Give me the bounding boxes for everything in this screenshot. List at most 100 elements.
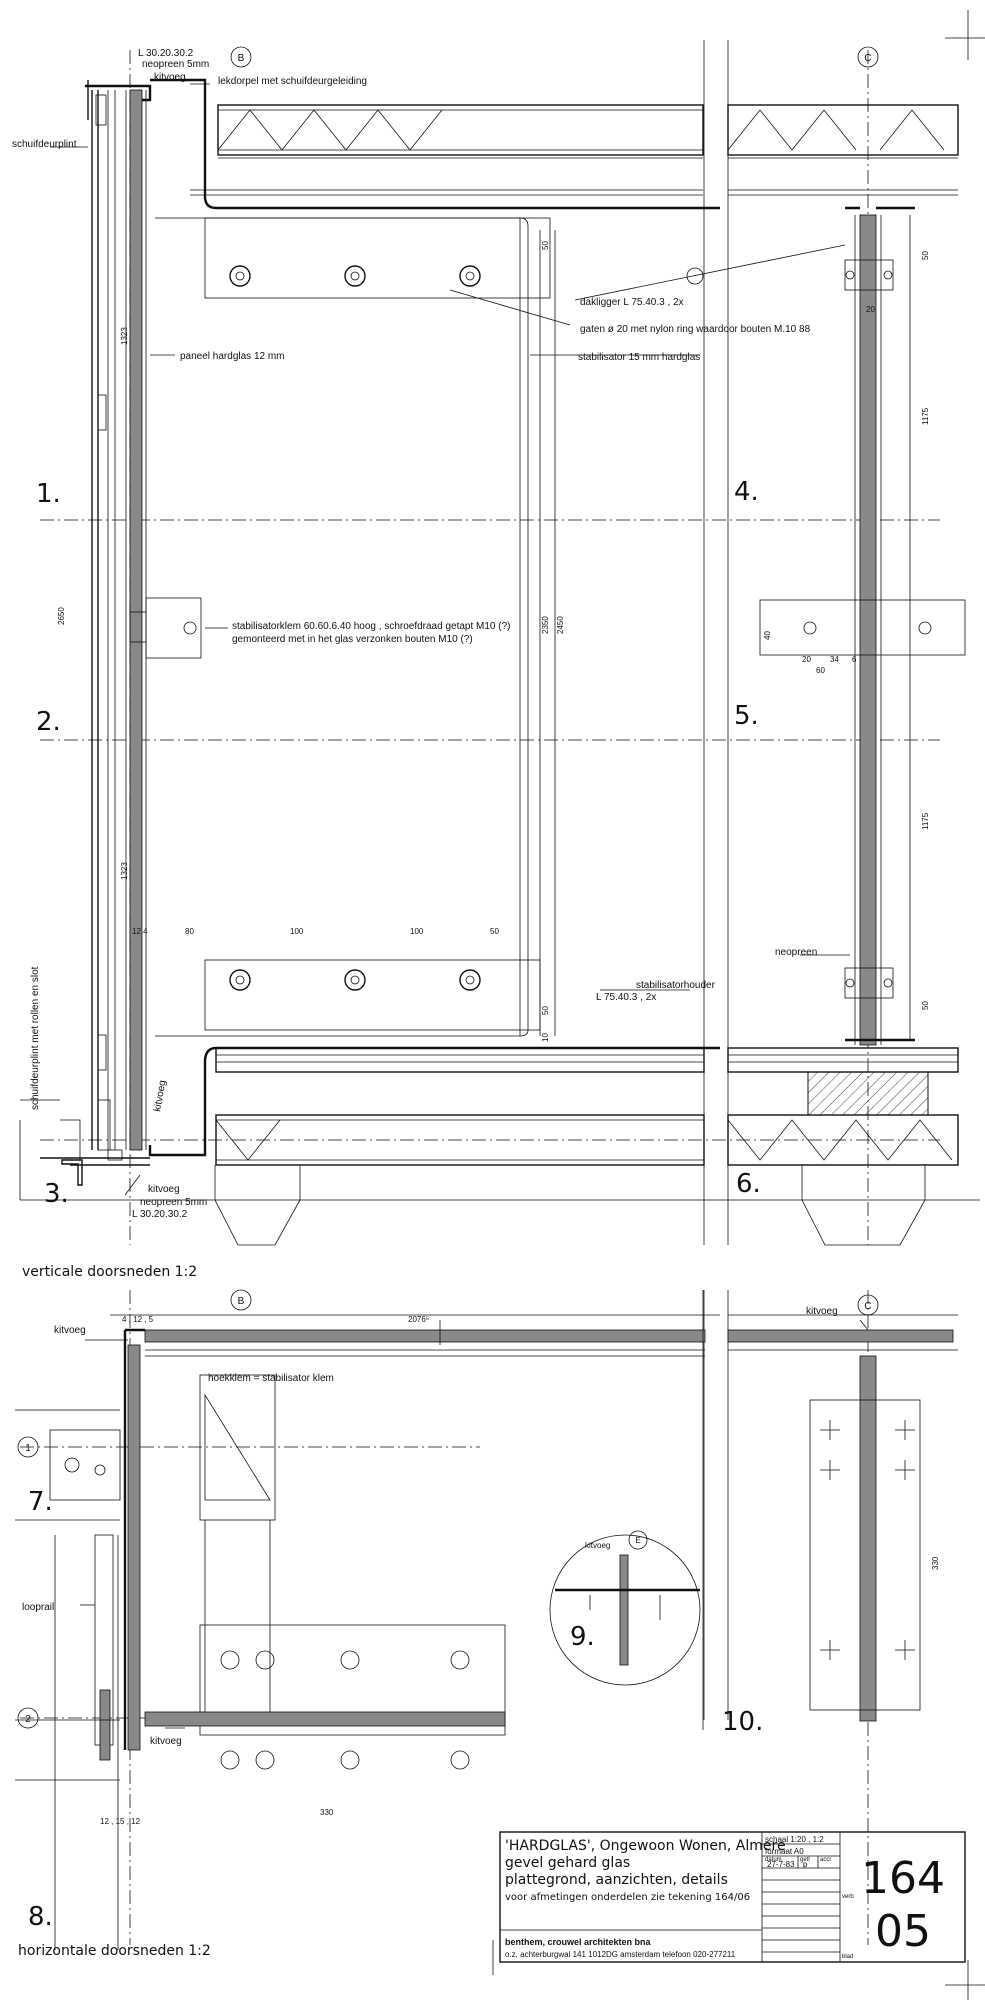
office-address: o.z. achterburgwal 141 1012DG amsterdam … <box>505 1950 736 1959</box>
grid-label-b-2: B <box>238 1296 245 1307</box>
title-line-2: gevel gehard glas <box>505 1855 630 1871</box>
drawing-number-1: 164 <box>861 1853 945 1904</box>
crosshair-marks <box>820 1420 915 1660</box>
dim-6: 6 <box>852 655 857 664</box>
section-1: 1. <box>36 479 61 509</box>
label-schuifdeurplint-rollen: schuifdeurplint met rollen en slot <box>30 966 41 1110</box>
label-schuifdeurplint: schuifdeurplint <box>12 139 77 150</box>
dim-50-d: 50 <box>921 1001 930 1010</box>
label-looprail: looprail <box>22 1602 54 1613</box>
dim-2350: 2350 <box>541 616 550 634</box>
label-hoekklem: hoekklem = stabilisator klem <box>208 1373 334 1384</box>
dim-60: 60 <box>816 666 825 675</box>
vertical-section-right <box>759 206 966 1046</box>
dim-50-c: 50 <box>921 251 930 260</box>
grid-bubble-c-top: C <box>857 46 879 68</box>
tb-datum-label: datum <box>765 1857 782 1863</box>
label-klem-1: stabilisatorklem 60.60.6.40 hoog , schro… <box>232 621 511 632</box>
section-dividers <box>703 40 729 1720</box>
label-l30-bot: L 30.20.30.2 <box>132 1209 188 1220</box>
title-line-4: voor afmetingen onderdelen zie tekening … <box>505 1892 750 1903</box>
grid-bubble-b-mid: B <box>230 1289 252 1311</box>
office-name: benthem, crouwel architekten bna <box>505 1937 652 1947</box>
label-dakligger: dakligger L 75.40.3 , 2x <box>580 297 684 308</box>
dim-100-a: 100 <box>290 927 304 936</box>
grid-label-e: E <box>635 1536 640 1545</box>
label-kitvoeg-mid: kitvoeg <box>152 1079 168 1112</box>
dim-12-4: 12 4 <box>132 927 148 936</box>
dim-1175-a: 1175 <box>921 407 930 425</box>
grid-label-1: 1 <box>25 1443 31 1454</box>
tb-formaat: formaat A0 <box>765 1847 804 1856</box>
section-2: 2. <box>36 707 61 737</box>
tb-verb: verb <box>842 1894 854 1900</box>
dim-12-15-12: 12 , 15 , 12 <box>100 1817 141 1826</box>
dim-100-b: 100 <box>410 927 424 936</box>
caption-vertical: verticale doorsneden 1:2 <box>22 1264 197 1280</box>
title-block: 'HARDGLAS', Ongewoon Wonen, Almere gevel… <box>499 1831 966 1963</box>
label-kitvoeg-8: kitvoeg <box>150 1736 182 1747</box>
label-kitvoeg-bot: kitvoeg <box>148 1184 180 1195</box>
caption-horizontal: horizontale doorsneden 1:2 <box>18 1943 211 1959</box>
dim-330-a: 330 <box>931 1556 940 1570</box>
label-kitvoeg-h1: kitvoeg <box>54 1325 86 1336</box>
tb-blad: blad <box>842 1954 853 1960</box>
stabiliser-outline <box>129 217 704 1037</box>
floor-beams <box>214 1047 959 1246</box>
registration-marks <box>492 10 985 2000</box>
dim-34: 34 <box>830 655 839 664</box>
label-l30-top: L 30.20.30.2 <box>138 48 194 59</box>
grid-bubble-1: 1 <box>17 1436 39 1458</box>
bolt-group-bottom <box>229 969 481 991</box>
grid-label-c: C <box>864 53 871 64</box>
section-10: 10. <box>722 1707 763 1737</box>
section-9: 9. <box>570 1622 595 1652</box>
annotations: L 30.20.30.2 neopreen 5mm kitvoeg lekdor… <box>12 48 838 1747</box>
dimension-texts: 2650 2350 2450 1323 1323 1175 1175 50 50… <box>57 241 940 1826</box>
label-kitvoeg-top: kitvoeg <box>154 72 186 83</box>
label-lekdorpel: lekdorpel met schuifdeurgeleiding <box>218 76 367 87</box>
dim-330-b: 330 <box>320 1808 334 1817</box>
dim-40: 40 <box>763 631 772 640</box>
dim-2450: 2450 <box>556 616 565 634</box>
dim-50-e: 50 <box>490 927 499 936</box>
section-5: 5. <box>734 701 759 731</box>
grid-label-2: 2 <box>25 1714 31 1725</box>
grid-bubble-b-top: B <box>230 46 252 68</box>
tb-getl-label: getl <box>800 1857 810 1863</box>
grid-bubble-2: 2 <box>17 1707 39 1729</box>
dim-50-b: 50 <box>541 1006 550 1015</box>
section-4: 4. <box>734 477 759 507</box>
dim-1323-a: 1323 <box>120 327 129 345</box>
label-klem-2: gemonteerd met in het glas verzonken bou… <box>232 634 473 645</box>
dim-20-b: 20 <box>802 655 811 664</box>
tb-schaal: schaal 1:20 , 1:2 <box>765 1835 824 1844</box>
roof-beam-truss <box>190 104 959 196</box>
bolt-row-horizontal <box>220 1650 470 1770</box>
label-neopreen-bot: neopreen 5mm <box>140 1197 207 1208</box>
dim-80: 80 <box>185 927 194 936</box>
dim-1175-b: 1175 <box>921 812 930 830</box>
dim-1323-b: 1323 <box>120 862 129 880</box>
label-houder-1: stabilisatorhouder <box>636 980 716 991</box>
label-paneel: paneel hardglas 12 mm <box>180 351 285 362</box>
tb-accr: accr <box>820 1857 831 1863</box>
drawing-number-2: 05 <box>875 1906 931 1957</box>
label-neopreen-top: neopreen 5mm <box>142 59 209 70</box>
tb-getl: p <box>803 1860 808 1869</box>
title-line-1: 'HARDGLAS', Ongewoon Wonen, Almere <box>505 1838 786 1854</box>
dim-4-12-5: 4 , 12 , 5 <box>122 1315 154 1324</box>
vertical-section-left <box>19 78 980 1201</box>
label-kitvoeg-h2: kitvoeg <box>806 1306 838 1317</box>
label-stabilisator: stabilisator 15 mm hardglas <box>578 352 700 363</box>
label-neopreen-mid: neopreen <box>775 947 817 958</box>
grid-bubble-c-mid: C <box>857 1294 879 1316</box>
grid-label-c-2: C <box>864 1301 871 1312</box>
section-8: 8. <box>28 1902 53 1932</box>
bolt-group-top <box>229 265 704 287</box>
section-7: 7. <box>28 1487 53 1517</box>
leader-lines <box>50 83 869 1729</box>
section-6: 6. <box>736 1169 761 1199</box>
section-3: 3. <box>44 1179 69 1209</box>
